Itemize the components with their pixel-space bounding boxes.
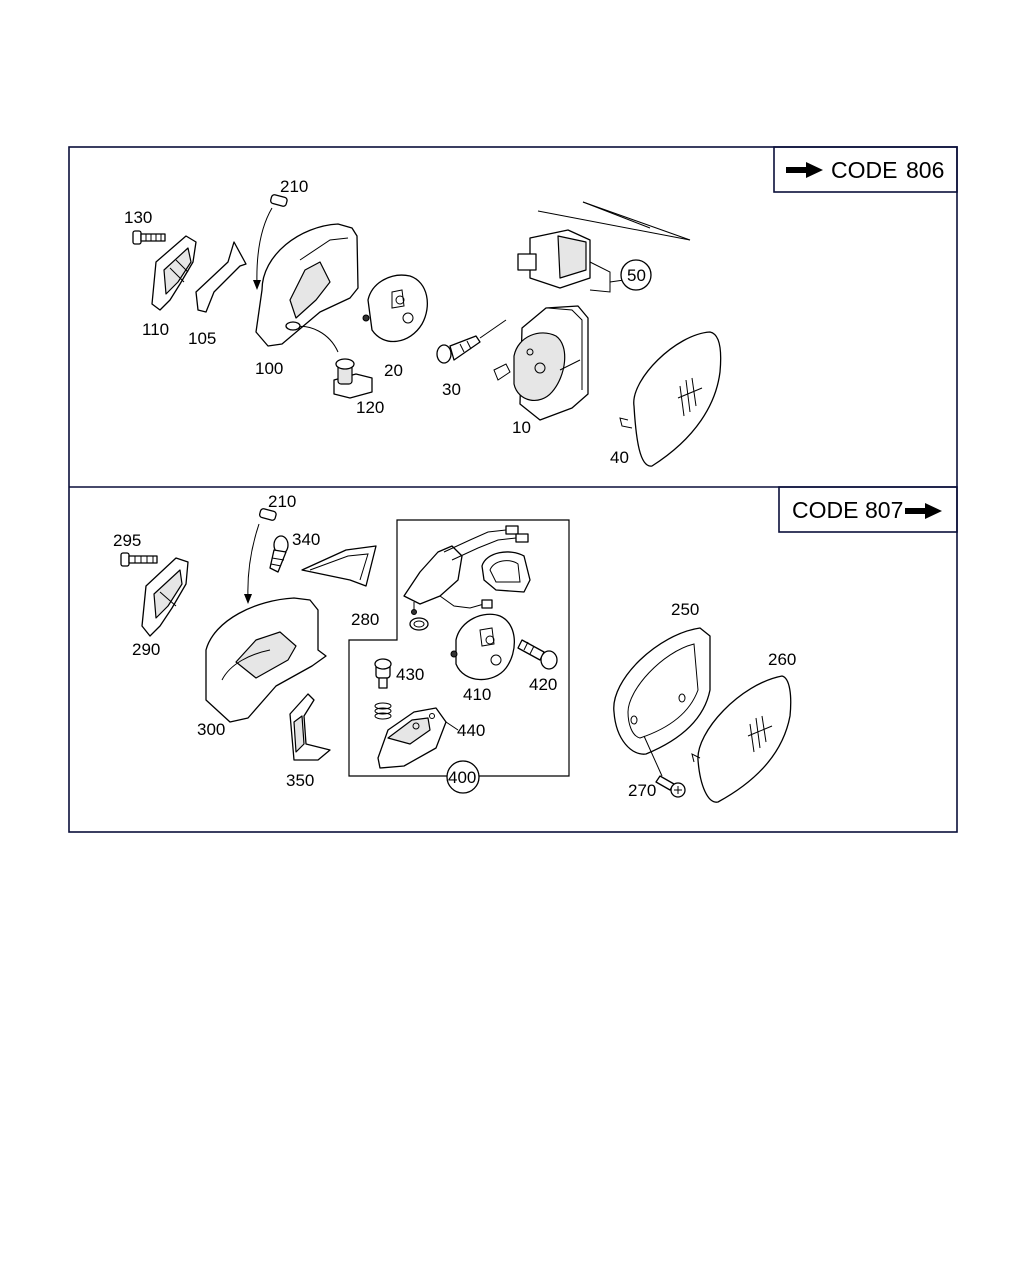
part-20-motor: [362, 274, 428, 343]
part-400-assembly-box: [348, 519, 570, 777]
part-410-motor: [450, 613, 516, 681]
part-430-spring: [374, 702, 392, 720]
part-210-cap-bottom: [244, 508, 277, 604]
label-295: 295: [113, 531, 141, 550]
label-420: 420: [529, 675, 557, 694]
part-295-bolt: [120, 552, 158, 567]
label-300: 300: [197, 720, 225, 739]
label-430: 430: [396, 665, 424, 684]
label-210-bottom: 210: [268, 492, 296, 511]
part-105-gasket: [195, 241, 247, 313]
part-110-bracket: [151, 235, 197, 311]
label-290: 290: [132, 640, 160, 659]
code-807-number: 807: [865, 497, 903, 523]
code-806-number: 806: [906, 157, 944, 183]
top-panel: CODE 806: [124, 146, 958, 467]
code-806-label: CODE: [831, 157, 897, 183]
part-400-harness: [403, 525, 529, 615]
part-280-cover: [301, 545, 377, 587]
part-400-frame-piece: [481, 551, 531, 593]
part-300-housing: [205, 597, 327, 723]
code-807-box: CODE 807: [778, 486, 958, 533]
part-400-ring: [409, 617, 429, 631]
label-130: 130: [124, 208, 152, 227]
part-420-screw: [517, 639, 558, 670]
part-430-knob: [374, 658, 392, 689]
bottom-panel: CODE 807: [113, 486, 958, 803]
label-20: 20: [384, 361, 403, 380]
label-350: 350: [286, 771, 314, 790]
label-120: 120: [356, 398, 384, 417]
part-130-bolt: [132, 230, 166, 245]
label-410: 410: [463, 685, 491, 704]
part-290-bracket: [141, 557, 189, 637]
part-340-screw: [269, 535, 289, 573]
label-440: 440: [457, 721, 485, 740]
code-807-label: CODE: [792, 497, 858, 523]
part-350-seal: [289, 693, 331, 761]
part-10-adjuster: [493, 305, 589, 421]
part-50-drive: [517, 201, 691, 293]
label-100: 100: [255, 359, 283, 378]
part-40-glass: [619, 331, 722, 467]
label-270: 270: [628, 781, 656, 800]
part-100-housing: [255, 223, 359, 353]
label-210-top: 210: [280, 177, 308, 196]
label-280: 280: [351, 610, 379, 629]
label-340: 340: [292, 530, 320, 549]
label-400: 400: [448, 768, 476, 787]
label-105: 105: [188, 329, 216, 348]
part-400-callout: [446, 760, 480, 794]
label-260: 260: [768, 650, 796, 669]
label-110: 110: [142, 320, 169, 339]
arrow-right-icon: [786, 162, 823, 178]
label-50: 50: [627, 266, 646, 285]
part-440-base: [377, 707, 459, 769]
arrow-right-icon: [905, 503, 942, 519]
part-30-bolt: [436, 319, 507, 364]
part-210-cap: [253, 194, 288, 290]
label-40: 40: [610, 448, 629, 467]
part-270-screw: [643, 735, 686, 798]
part-50-callout: [620, 259, 652, 291]
part-120-connector: [333, 358, 373, 399]
code-806-box: CODE 806: [773, 146, 958, 193]
part-260-glass: [691, 675, 792, 803]
label-10: 10: [512, 418, 531, 437]
part-250-frame: [613, 627, 711, 755]
label-250: 250: [671, 600, 699, 619]
label-30: 30: [442, 380, 461, 399]
